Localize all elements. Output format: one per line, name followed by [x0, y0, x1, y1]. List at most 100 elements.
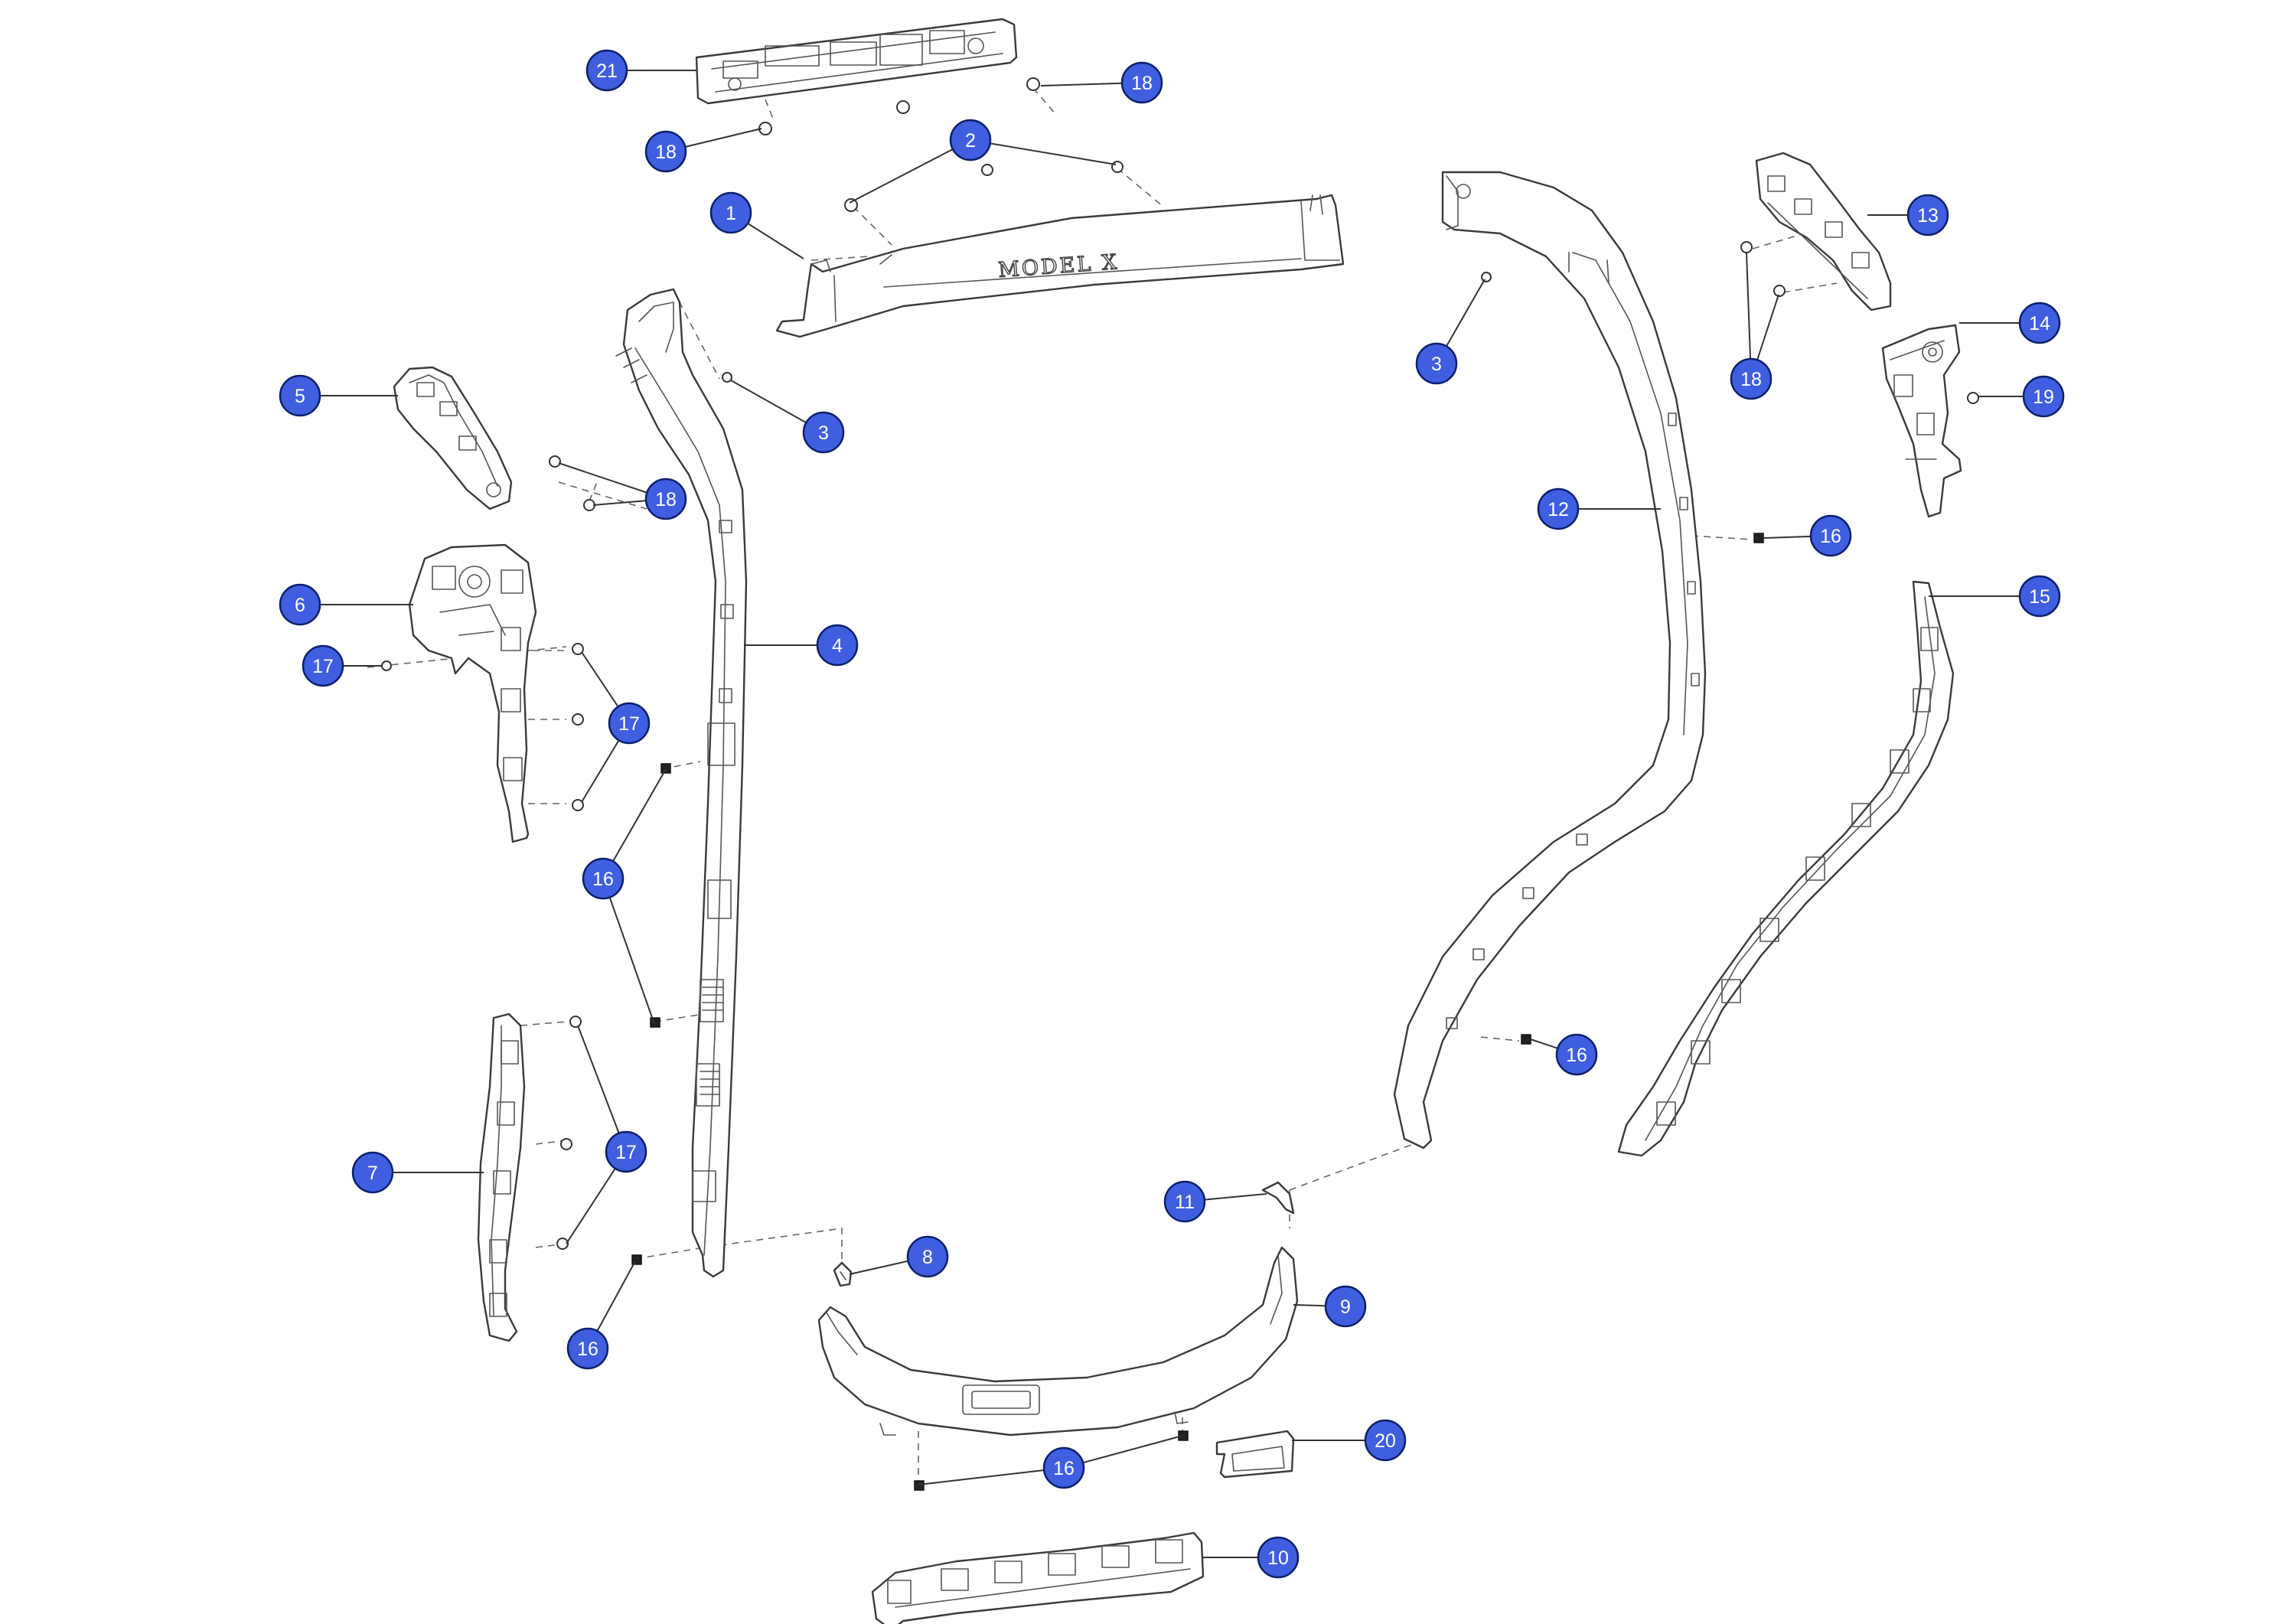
callout-circle	[1364, 1419, 1407, 1462]
callout-10: 10	[1257, 1536, 1300, 1579]
callout-circle	[608, 702, 651, 745]
screw	[549, 455, 561, 468]
part-10-lower-bracket	[871, 1531, 1205, 1624]
callout-label: 9	[1340, 1296, 1351, 1318]
callout-circle	[302, 644, 344, 687]
callout-11: 11	[1163, 1180, 1206, 1223]
part-8-clip	[833, 1261, 853, 1287]
nut	[572, 643, 584, 655]
callout-circle	[1120, 61, 1163, 104]
callout-5: 5	[279, 374, 321, 417]
callout-17: 17	[605, 1130, 647, 1173]
callout-16: 16	[1042, 1446, 1085, 1489]
callout-label: 15	[2029, 586, 2050, 608]
callout-circle	[644, 130, 687, 173]
nut	[572, 799, 584, 811]
nut	[556, 1238, 569, 1250]
callout-4: 4	[816, 624, 859, 667]
callout-label: 6	[295, 595, 305, 616]
part-7-lower-left-bracket	[477, 1013, 526, 1342]
callout-9: 9	[1324, 1285, 1367, 1328]
callout-label: 19	[2033, 386, 2054, 408]
callout-circle	[906, 1235, 949, 1278]
callout-circle	[816, 624, 859, 667]
part-4-left-pillar-trim	[615, 288, 748, 1278]
callout-label: 17	[615, 1142, 637, 1163]
callout-label: 16	[1820, 526, 1841, 547]
callout-label: 16	[577, 1339, 598, 1360]
part-21-upper-bracket	[695, 18, 1018, 105]
nut	[569, 1016, 582, 1028]
callout-3: 3	[1415, 342, 1458, 385]
screw	[583, 499, 595, 511]
callout-circle	[1730, 357, 1773, 400]
callout-label: 18	[655, 142, 677, 163]
square-nut	[914, 1480, 925, 1491]
screw	[896, 100, 910, 114]
callout-18: 18	[644, 130, 687, 173]
callout-label: 8	[922, 1247, 933, 1268]
callout-8: 8	[906, 1235, 949, 1278]
callout-2: 2	[949, 119, 992, 161]
callout-circle	[566, 1327, 609, 1370]
callout-markers: 2118182133518617174167171689111620101213…	[279, 49, 2065, 1579]
callout-label: 5	[295, 386, 305, 407]
screw	[1026, 77, 1040, 91]
screw	[1740, 241, 1753, 253]
callout-circle	[709, 191, 752, 234]
callout-16: 16	[1809, 514, 1852, 557]
square-nut	[1521, 1034, 1531, 1045]
callout-circle	[802, 411, 845, 454]
callout-label: 1	[726, 203, 736, 224]
part-13-upper-right-bracket	[1755, 152, 1892, 311]
callout-19: 19	[2022, 375, 2065, 418]
callout-16: 16	[1555, 1033, 1598, 1076]
callout-circle	[2018, 575, 2061, 618]
callout-label: 16	[1566, 1045, 1587, 1066]
nut	[560, 1138, 572, 1150]
callout-12: 12	[1537, 488, 1580, 530]
callout-circle	[279, 583, 321, 626]
callout-label: 3	[818, 422, 829, 444]
part-20-small-bracket	[1215, 1430, 1295, 1479]
screw	[844, 198, 858, 212]
callout-circle	[1163, 1180, 1206, 1223]
callout-15: 15	[2018, 575, 2061, 618]
callout-label: 3	[1431, 354, 1442, 375]
callout-label: 2	[965, 130, 976, 152]
part-9-lower-trim	[817, 1246, 1299, 1436]
callout-circle	[1537, 488, 1580, 530]
callout-label: 18	[1740, 369, 1762, 390]
callout-label: 17	[618, 713, 640, 735]
callout-14: 14	[2018, 302, 2061, 344]
callout-circle	[1415, 342, 1458, 385]
square-nut	[660, 763, 671, 774]
callout-label: 20	[1375, 1430, 1396, 1452]
square-nut	[1178, 1430, 1189, 1441]
callout-label: 7	[367, 1163, 378, 1184]
callout-label: 13	[1917, 205, 1939, 227]
callout-label: 16	[1053, 1458, 1075, 1479]
callout-3: 3	[802, 411, 845, 454]
nut	[572, 713, 584, 726]
screw	[1773, 285, 1786, 297]
screw	[1481, 272, 1492, 282]
callout-label: 18	[655, 489, 677, 510]
callout-18: 18	[1120, 61, 1163, 104]
screw	[722, 372, 732, 383]
callout-18: 18	[1730, 357, 1773, 400]
callout-20: 20	[1364, 1419, 1407, 1462]
callout-16: 16	[566, 1327, 609, 1370]
part-1-upper-center-trim: MODEL X	[775, 194, 1345, 338]
callout-label: 11	[1175, 1192, 1195, 1213]
callout-circle	[2018, 302, 2061, 344]
callout-circle	[1906, 194, 1949, 236]
callout-7: 7	[351, 1151, 394, 1194]
part-6-left-bracket	[408, 543, 537, 843]
callout-circle	[1257, 1536, 1300, 1579]
part-11-small-clip	[1261, 1181, 1295, 1215]
callout-label: 18	[1131, 73, 1153, 94]
callout-label: 12	[1548, 499, 1569, 520]
callout-circle	[582, 857, 625, 900]
